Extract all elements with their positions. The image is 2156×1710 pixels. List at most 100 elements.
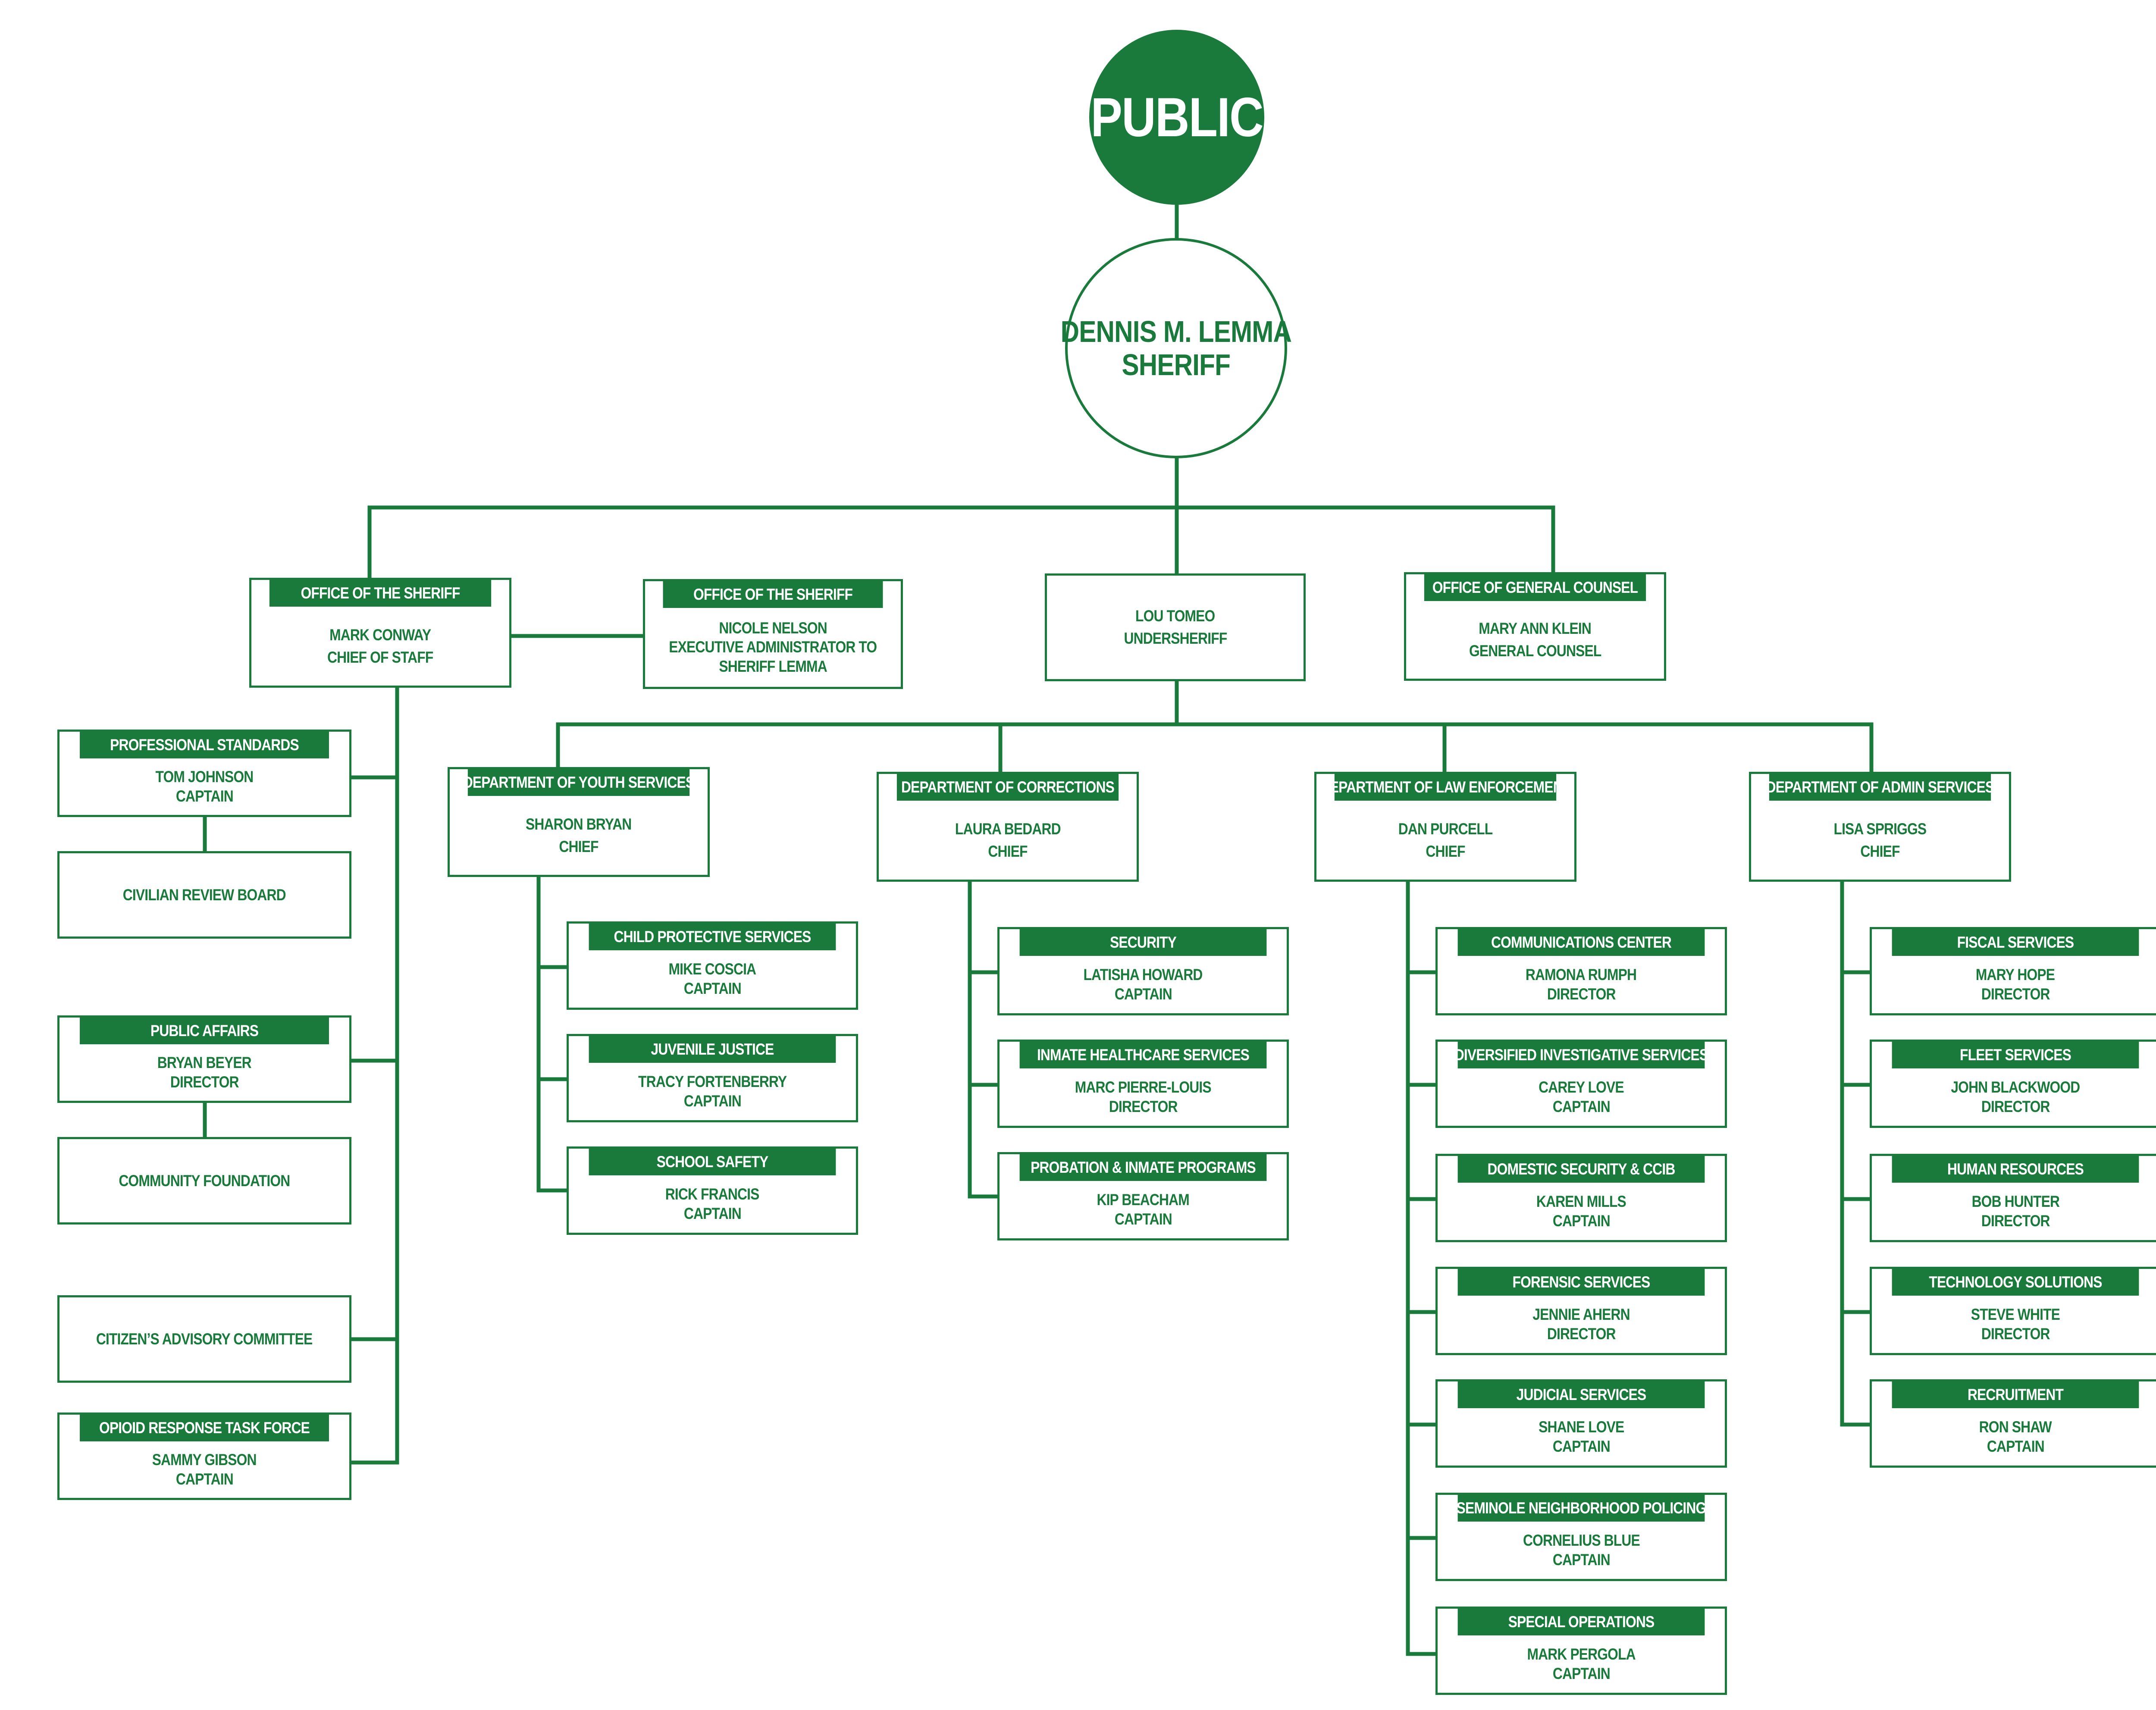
person-name: SHARON BRYAN — [526, 815, 632, 833]
node-header: CHILD PROTECTIVE SERVICES — [589, 924, 836, 950]
person-title: DIRECTOR — [1981, 985, 2050, 1003]
person-title: CHIEF OF STAFF — [327, 648, 433, 666]
admin-services-dept-node: DEPARTMENT OF ADMIN SERVICES LISA SPRIGG… — [1749, 772, 2011, 882]
person-name: SHANE LOVE — [1538, 1418, 1624, 1436]
public-node: PUBLIC — [1089, 30, 1264, 205]
community-foundation-node: COMMUNITY FOUNDATION — [57, 1137, 351, 1225]
law-enforcement-unit-node: FORENSIC SERVICES JENNIE AHERN DIRECTOR — [1435, 1267, 1727, 1355]
person-title: UNDERSHERIFF — [1124, 630, 1227, 647]
person-name: CAREY LOVE — [1539, 1078, 1624, 1096]
person-name: STEVE WHITE — [1971, 1306, 2060, 1324]
law-enforcement-unit-node: DOMESTIC SECURITY & CCIB KAREN MILLS CAP… — [1435, 1154, 1727, 1242]
person-title: EXECUTIVE ADMINISTRATOR TO — [669, 638, 877, 656]
law-enforcement-unit-node: SPECIAL OPERATIONS MARK PERGOLA CAPTAIN — [1435, 1607, 1727, 1695]
person-name: JENNIE AHERN — [1532, 1306, 1630, 1324]
public-label: PUBLIC — [1091, 86, 1263, 148]
node-header: SCHOOL SAFETY — [589, 1149, 836, 1175]
node-header: HUMAN RESOURCES — [1892, 1156, 2139, 1183]
person-name: MARY HOPE — [1976, 966, 2055, 984]
node-header: JUDICIAL SERVICES — [1457, 1381, 1705, 1408]
node-header: SPECIAL OPERATIONS — [1457, 1609, 1705, 1635]
node-header: DEPARTMENT OF CORRECTIONS — [896, 774, 1119, 801]
person-title: CAPTAIN — [1987, 1437, 2044, 1455]
person-name: MARK CONWAY — [329, 626, 431, 644]
sheriff-title: SHERIFF — [1122, 348, 1231, 382]
node-header: PUBLIC AFFAIRS — [80, 1018, 329, 1044]
civilian-review-board-node: CIVILIAN REVIEW BOARD — [57, 851, 351, 939]
person-title: CHIEF — [988, 842, 1028, 860]
person-title: CAPTAIN — [683, 1204, 741, 1222]
corrections-unit-node: PROBATION & INMATE PROGRAMS KIP BEACHAM … — [997, 1152, 1289, 1240]
person-name: MARK PERGOLA — [1527, 1645, 1636, 1663]
node-header: RECRUITMENT — [1892, 1381, 2139, 1408]
person-title: DIRECTOR — [1981, 1097, 2050, 1115]
node-header: OFFICE OF THE SHERIFF — [269, 580, 492, 607]
node-header: JUVENILE JUSTICE — [589, 1036, 836, 1063]
person-title: GENERAL COUNSEL — [1469, 642, 1601, 660]
undersheriff-node: LOU TOMEO UNDERSHERIFF — [1045, 573, 1306, 681]
unit-label: CIVILIAN REVIEW BOARD — [123, 886, 286, 904]
person-title: CAPTAIN — [1114, 1210, 1172, 1228]
node-header: INMATE HEALTHCARE SERVICES — [1019, 1042, 1267, 1068]
person-title: DIRECTOR — [1547, 985, 1616, 1003]
unit-label: COMMUNITY FOUNDATION — [119, 1171, 290, 1190]
person-title: DIRECTOR — [170, 1073, 239, 1091]
person-name: BRYAN BEYER — [157, 1054, 252, 1072]
person-name: BOB HUNTER — [1971, 1193, 2059, 1211]
law-enforcement-unit-node: DIVERSIFIED INVESTIGATIVE SERVICES CAREY… — [1435, 1040, 1727, 1128]
node-header: OFFICE OF THE SHERIFF — [663, 581, 883, 608]
node-header: FISCAL SERVICES — [1892, 929, 2139, 956]
person-title: CAPTAIN — [1114, 985, 1172, 1003]
person-name: RON SHAW — [1979, 1418, 2052, 1436]
node-header: DOMESTIC SECURITY & CCIB — [1457, 1156, 1705, 1183]
person-name: DAN PURCELL — [1398, 820, 1493, 838]
node-header: DEPARTMENT OF LAW ENFORCEMENT — [1320, 774, 1571, 801]
person-name: RICK FRANCIS — [665, 1185, 760, 1203]
person-title: CAPTAIN — [1552, 1437, 1610, 1455]
node-header: COMMUNICATIONS CENTER — [1457, 929, 1705, 956]
public-affairs-node: PUBLIC AFFAIRS BRYAN BEYER DIRECTOR — [57, 1015, 351, 1103]
person-title: CAPTAIN — [1552, 1212, 1610, 1230]
chief-of-staff-node: OFFICE OF THE SHERIFF MARK CONWAY CHIEF … — [249, 578, 511, 688]
node-header: OFFICE OF GENERAL COUNSEL — [1424, 574, 1646, 601]
professional-standards-node: PROFESSIONAL STANDARDS TOM JOHNSON CAPTA… — [57, 730, 351, 817]
admin-unit-node: RECRUITMENT RON SHAW CAPTAIN — [1870, 1379, 2156, 1468]
law-enforcement-dept-node: DEPARTMENT OF LAW ENFORCEMENT DAN PURCEL… — [1314, 772, 1576, 882]
person-name: LISA SPRIGGS — [1833, 820, 1927, 838]
youth-unit-node: SCHOOL SAFETY RICK FRANCIS CAPTAIN — [567, 1146, 858, 1235]
person-title: CAPTAIN — [1552, 1097, 1610, 1115]
opioid-task-force-node: OPIOID RESPONSE TASK FORCE SAMMY GIBSON … — [57, 1412, 351, 1500]
person-name: MARC PIERRE-LOUIS — [1075, 1078, 1212, 1096]
law-enforcement-unit-node: JUDICIAL SERVICES SHANE LOVE CAPTAIN — [1435, 1379, 1727, 1468]
corrections-unit-node: INMATE HEALTHCARE SERVICES MARC PIERRE-L… — [997, 1040, 1289, 1128]
node-header: DEPARTMENT OF ADMIN SERVICES — [1766, 774, 1994, 801]
citizens-advisory-committee-node: CITIZEN’S ADVISORY COMMITTEE — [57, 1295, 351, 1383]
node-header: TECHNOLOGY SOLUTIONS — [1892, 1269, 2139, 1296]
node-header: PROFESSIONAL STANDARDS — [80, 732, 329, 758]
person-title: CAPTAIN — [683, 979, 741, 997]
unit-label: CITIZEN’S ADVISORY COMMITTEE — [96, 1330, 313, 1348]
person-name: SAMMY GIBSON — [152, 1451, 257, 1469]
person-title: DIRECTOR — [1981, 1212, 2050, 1230]
youth-unit-node: JUVENILE JUSTICE TRACY FORTENBERRY CAPTA… — [567, 1034, 858, 1122]
node-header: FORENSIC SERVICES — [1457, 1269, 1705, 1296]
person-title: CAPTAIN — [175, 787, 233, 805]
node-header: FLEET SERVICES — [1892, 1042, 2139, 1068]
person-title: DIRECTOR — [1547, 1325, 1616, 1343]
admin-unit-node: TECHNOLOGY SOLUTIONS STEVE WHITE DIRECTO… — [1870, 1267, 2156, 1355]
person-title: DIRECTOR — [1109, 1097, 1178, 1115]
youth-unit-node: CHILD PROTECTIVE SERVICES MIKE COSCIA CA… — [567, 921, 858, 1010]
person-title-line2: SHERIFF LEMMA — [719, 657, 827, 675]
person-title: CAPTAIN — [683, 1092, 741, 1110]
general-counsel-node: OFFICE OF GENERAL COUNSEL MARY ANN KLEIN… — [1404, 572, 1666, 681]
person-title: DIRECTOR — [1981, 1325, 2050, 1343]
law-enforcement-unit-node: SEMINOLE NEIGHBORHOOD POLICING CORNELIUS… — [1435, 1493, 1727, 1581]
person-name: KIP BEACHAM — [1097, 1191, 1190, 1209]
corrections-dept-node: DEPARTMENT OF CORRECTIONS LAURA BEDARD C… — [877, 772, 1139, 882]
youth-services-dept-node: DEPARTMENT OF YOUTH SERVICES SHARON BRYA… — [448, 767, 710, 877]
person-name: MARY ANN KLEIN — [1479, 620, 1592, 638]
person-name: NICOLE NELSON — [719, 619, 827, 637]
person-title: CAPTAIN — [1552, 1664, 1610, 1682]
